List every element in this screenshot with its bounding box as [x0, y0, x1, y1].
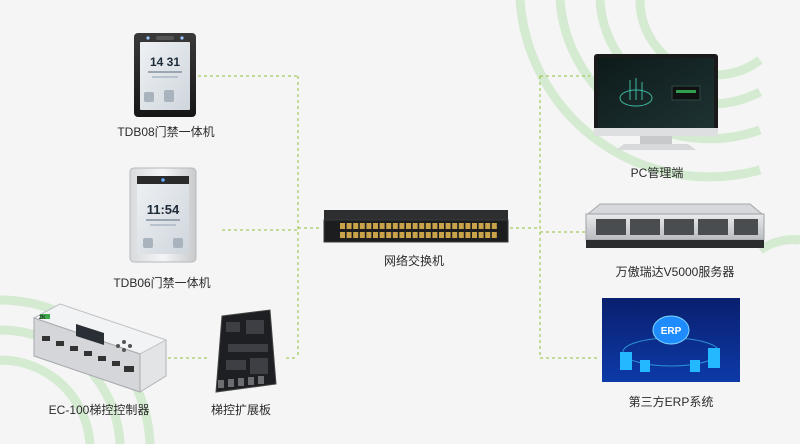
- switch-port: [439, 232, 444, 238]
- switch-port: [406, 232, 411, 238]
- switch-port: [432, 232, 438, 238]
- switch-port: [478, 232, 484, 238]
- switch-port: [465, 223, 471, 229]
- erp-label: 第三方ERP系统: [628, 395, 714, 409]
- switch-port: [366, 232, 372, 238]
- ec100-brand: ZK: [39, 315, 46, 321]
- switch-port: [406, 223, 411, 229]
- switch-port: [386, 232, 392, 238]
- rack-server: [585, 203, 765, 248]
- board-label: 梯控扩展板: [210, 403, 272, 417]
- switch-port: [346, 232, 352, 238]
- switch-port: [465, 232, 471, 238]
- erp-graphic: ERP: [602, 298, 740, 382]
- switch-port: [412, 232, 418, 238]
- switch-port: [491, 223, 497, 229]
- switch-port: [373, 223, 378, 229]
- switch-port: [379, 232, 385, 238]
- switch-port: [366, 223, 372, 229]
- switch-port: [445, 232, 451, 238]
- ec100-controller: ZK: [32, 303, 168, 393]
- switch-port: [458, 223, 464, 229]
- switch-port: [353, 232, 359, 238]
- tdb06-terminal: 11:54: [129, 167, 197, 263]
- switch-port: [359, 223, 365, 229]
- switch-port: [485, 232, 491, 238]
- switch-port: [485, 223, 491, 229]
- switch-port: [432, 223, 438, 229]
- switch-port: [472, 223, 477, 229]
- switch-port: [425, 223, 431, 229]
- tdb06-label: TDB06门禁一体机: [113, 276, 211, 290]
- network-switch: [323, 210, 509, 243]
- connector-lines: [168, 75, 600, 359]
- erp-badge: ERP: [661, 326, 682, 337]
- switch-port: [392, 223, 398, 229]
- switch-port: [340, 223, 345, 229]
- switch-port: [419, 223, 425, 229]
- switch-port: [386, 223, 392, 229]
- switch-port: [392, 232, 398, 238]
- switch-port: [491, 232, 497, 238]
- expansion-board: [215, 309, 277, 393]
- switch-label: 网络交换机: [383, 254, 445, 268]
- switch-port: [439, 223, 444, 229]
- switch-port: [419, 232, 425, 238]
- switch-port: [478, 223, 484, 229]
- switch-port: [346, 223, 352, 229]
- switch-port: [340, 232, 345, 238]
- switch-port: [359, 232, 365, 238]
- switch-port: [472, 232, 477, 238]
- switch-port: [373, 232, 378, 238]
- switch-port: [452, 232, 458, 238]
- switch-port: [353, 223, 359, 229]
- switch-port: [379, 223, 385, 229]
- tdb08-terminal: 14 31: [134, 33, 196, 117]
- switch-port: [425, 232, 431, 238]
- tdb08-clock: 14 31: [150, 55, 180, 69]
- server-label: 万傲瑞达V5000服务器: [615, 265, 735, 279]
- ec100-label: EC-100梯控控制器: [48, 403, 150, 417]
- pc-monitor: [594, 54, 718, 150]
- switch-port: [412, 223, 418, 229]
- switch-port: [445, 223, 451, 229]
- switch-port: [452, 223, 458, 229]
- switch-port: [458, 232, 464, 238]
- tdb08-label: TDB08门禁一体机: [117, 125, 215, 139]
- switch-port: [399, 232, 405, 238]
- pc-label: PC管理端: [630, 166, 684, 180]
- switch-port: [399, 223, 405, 229]
- tdb06-clock: 11:54: [147, 202, 180, 217]
